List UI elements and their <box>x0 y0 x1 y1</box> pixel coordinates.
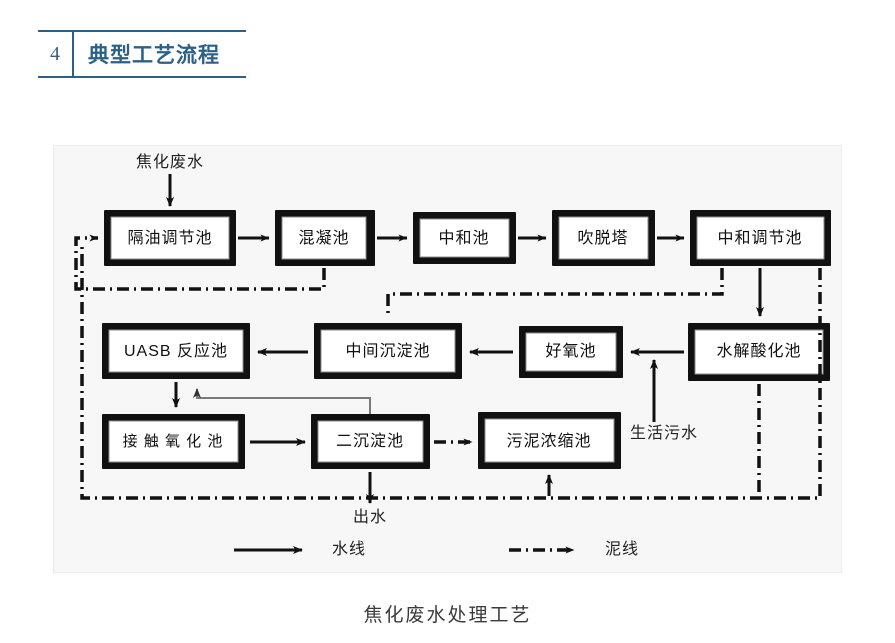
node-label: 隔油调节池 <box>127 229 212 247</box>
node-sludge-thickening[interactable]: 污泥浓缩池 <box>478 412 621 469</box>
section-number: 4 <box>50 43 60 65</box>
node-aerobic[interactable]: 好氧池 <box>519 326 623 378</box>
node-secondary-sedimentation[interactable]: 二沉淀池 <box>311 414 430 469</box>
node-oil-separation[interactable]: 隔油调节池 <box>104 210 236 266</box>
node-neutralization[interactable]: 中和池 <box>413 212 516 264</box>
legend-water-label: 水线 <box>332 540 366 558</box>
node-neutralization-regulation[interactable]: 中和调节池 <box>690 210 831 266</box>
figure-caption: 焦化废水处理工艺 <box>363 605 532 626</box>
node-label: UASB 反应池 <box>124 341 228 360</box>
node-label: 好氧池 <box>545 342 596 360</box>
sludge-line-coagulation-return <box>74 234 326 291</box>
flow-diagram-svg: 隔油调节池 混凝池 中和池 吹脱塔 中和调节池 UASB 反应池 中间沉淀池 好… <box>74 153 831 558</box>
sludge-line-main-trunk <box>80 246 822 500</box>
node-stripping-tower[interactable]: 吹脱塔 <box>552 210 655 266</box>
node-hydrolysis-acidification[interactable]: 水解酸化池 <box>688 323 830 381</box>
legend-water-line: 水线 <box>234 540 366 558</box>
node-intermediate-sedimentation[interactable]: 中间沉淀池 <box>314 323 462 379</box>
label-effluent: 出水 <box>353 508 387 526</box>
node-label: 污泥浓缩池 <box>506 432 591 450</box>
node-uasb-reactor[interactable]: UASB 反应池 <box>102 323 250 379</box>
section-header: 4 典型工艺流程 <box>38 30 246 78</box>
node-label: 二沉淀池 <box>336 432 404 450</box>
legend-sludge-line: 泥线 <box>509 540 639 558</box>
node-label: 中间沉淀池 <box>345 342 430 360</box>
header-divider <box>72 32 74 76</box>
node-contact-oxidation[interactable]: 接 触 氧 化 池 <box>102 414 245 469</box>
page-title: 典型工艺流程 <box>88 44 220 67</box>
node-coagulation[interactable]: 混凝池 <box>275 210 375 266</box>
node-label: 中和调节池 <box>717 229 802 247</box>
legend-sludge-label: 泥线 <box>605 540 639 558</box>
process-flow-diagram: 隔油调节池 混凝池 中和池 吹脱塔 中和调节池 UASB 反应池 中间沉淀池 好… <box>53 145 842 573</box>
node-label: 混凝池 <box>298 229 349 247</box>
node-label: 中和池 <box>438 229 489 247</box>
node-label: 接 触 氧 化 池 <box>123 433 224 450</box>
label-domestic-sewage: 生活污水 <box>630 424 698 442</box>
arrow-sludge-recycle <box>193 388 371 414</box>
node-label: 水解酸化池 <box>716 342 801 360</box>
sludge-line-to-intermediate <box>386 268 724 316</box>
label-influent: 焦化废水 <box>136 153 204 171</box>
node-label: 吹脱塔 <box>577 229 628 247</box>
